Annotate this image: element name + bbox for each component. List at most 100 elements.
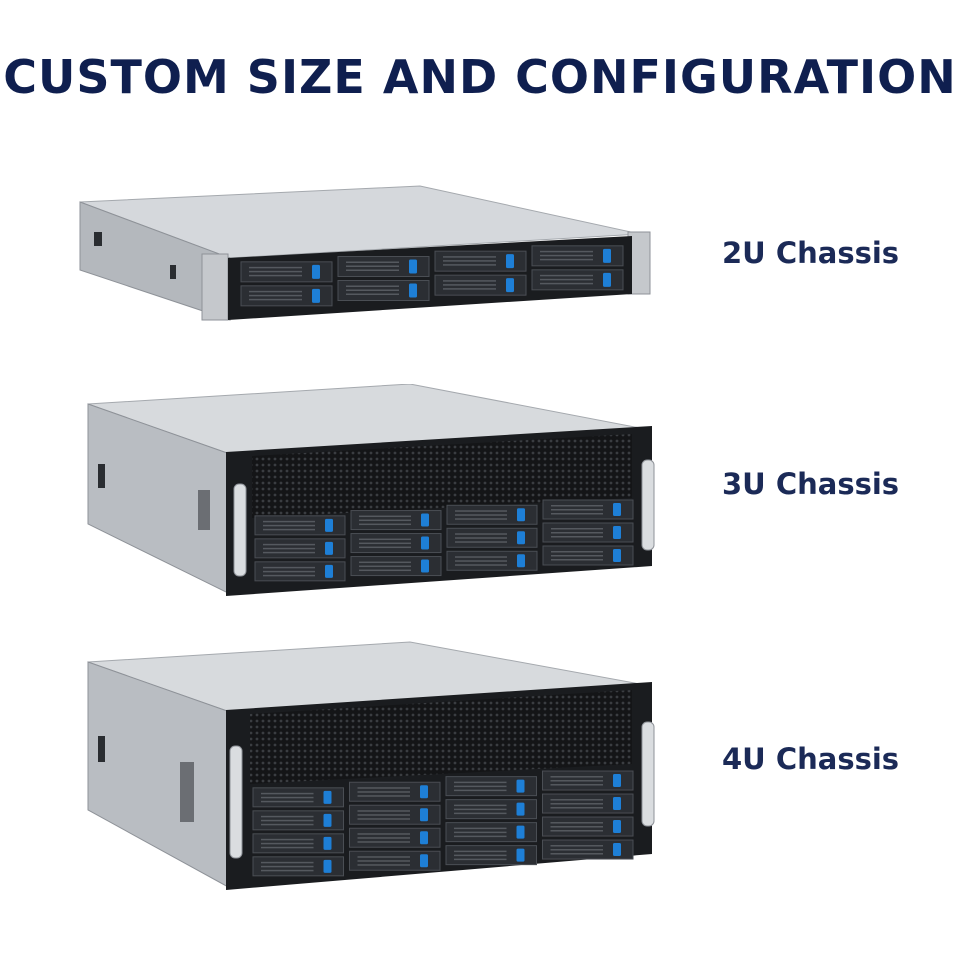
drive-vent-line [550, 807, 603, 809]
drive-vent-line [249, 294, 302, 297]
drive-latch-icon [420, 808, 428, 822]
drive-latch-icon [325, 518, 333, 532]
server-4u-image [80, 640, 680, 900]
drive-vent-line [346, 261, 399, 263]
drive-vent-line [540, 258, 593, 261]
drive-vent-line [261, 869, 314, 872]
drive-latch-icon [421, 559, 429, 573]
drive-vent-line [540, 278, 593, 281]
drive-vent-line [540, 274, 593, 277]
drive-latch-icon [409, 283, 417, 298]
drive-vent-line [454, 808, 507, 811]
drive-vent-line [357, 860, 410, 862]
drive-vent-line [357, 810, 410, 812]
drive-latch-icon [613, 525, 621, 539]
drive-vent-line [359, 523, 411, 526]
drive-vent-line [550, 849, 603, 851]
drive-vent-line [443, 256, 496, 258]
drive-vent-line [443, 284, 496, 286]
drive-latch-icon [613, 797, 621, 811]
drive-vent-line [263, 566, 315, 569]
drive-vent-line [551, 527, 603, 530]
drive-latch-icon [312, 288, 320, 303]
drive-latch-icon [323, 790, 332, 804]
drive-vent-line [443, 264, 496, 266]
drive-vent-line [261, 796, 314, 799]
drive-vent-line [550, 830, 603, 832]
drive-latch-icon [613, 502, 621, 516]
drive-vent-line [359, 561, 411, 564]
drive-latch-icon [516, 825, 525, 839]
drive-vent-line [551, 554, 603, 557]
drive-latch-icon [323, 813, 332, 827]
drive-vent-line [443, 288, 496, 290]
drive-vent-line [261, 792, 314, 795]
drive-bays-2u [240, 245, 624, 307]
drive-vent-line [261, 800, 314, 803]
drive-latch-icon [613, 548, 621, 562]
drive-vent-line [263, 543, 315, 546]
drive-vent-line [359, 565, 411, 568]
drive-latch-icon [325, 564, 333, 578]
drive-vent-line [550, 822, 603, 824]
drive-vent-line [550, 799, 603, 801]
server-3u-drawing [87, 384, 655, 596]
drive-latch-icon [312, 264, 320, 279]
drive-vent-line [551, 535, 603, 538]
drive-vent-line [455, 533, 507, 535]
drive-vent-line [455, 537, 507, 539]
drive-vent-line [454, 854, 507, 857]
drive-vent-line [261, 823, 314, 826]
server-2u-image [60, 180, 660, 330]
drive-vent-line [540, 254, 593, 257]
drive-vent-line [443, 280, 496, 282]
drive-vent-line [261, 865, 314, 868]
drive-latch-icon [517, 531, 525, 545]
drive-vent-line [455, 556, 507, 558]
drive-latch-icon [420, 831, 428, 845]
drive-vent-line [454, 850, 507, 853]
drive-vent-line [249, 270, 302, 273]
drive-vent-line [540, 250, 593, 253]
drive-vent-line [263, 520, 315, 523]
drive-vent-line [455, 518, 507, 520]
drive-latch-icon [613, 774, 621, 788]
drive-vent-line [263, 570, 315, 573]
drive-vent-line [540, 282, 593, 285]
label-2u-chassis: 2U Chassis [722, 236, 900, 270]
drive-latch-icon [516, 779, 525, 793]
drive-vent-line [454, 781, 507, 784]
drive-vent-line [249, 290, 302, 293]
drive-vent-line [359, 538, 411, 541]
drive-vent-line [346, 293, 399, 295]
drive-vent-line [261, 846, 314, 849]
drive-vent-line [455, 560, 507, 562]
drive-vent-line [454, 831, 507, 834]
drive-vent-line [454, 858, 507, 861]
drive-latch-icon [517, 508, 525, 522]
label-4u-chassis: 4U Chassis [722, 742, 900, 776]
drive-vent-line [261, 815, 314, 818]
drive-vent-line [454, 835, 507, 838]
drive-latch-icon [603, 248, 611, 263]
drive-vent-line [249, 274, 302, 277]
drive-vent-line [551, 512, 603, 515]
drive-latch-icon [323, 859, 332, 873]
drive-vent-line [357, 791, 410, 793]
drive-latch-icon [420, 785, 428, 799]
drive-vent-line [346, 285, 399, 287]
drive-vent-line [550, 803, 603, 805]
drive-vent-line [263, 524, 315, 527]
drive-latch-icon [421, 513, 429, 527]
drive-latch-icon [325, 541, 333, 555]
drive-vent-line [263, 528, 315, 531]
drive-vent-line [261, 861, 314, 864]
drive-latch-icon [603, 272, 611, 287]
drive-vent-line [263, 551, 315, 554]
server-4u-drawing [87, 641, 655, 890]
drive-vent-line [357, 833, 410, 835]
drive-vent-line [357, 814, 410, 816]
drive-vent-line [455, 514, 507, 516]
drive-vent-line [551, 558, 603, 561]
drive-vent-line [249, 298, 302, 301]
